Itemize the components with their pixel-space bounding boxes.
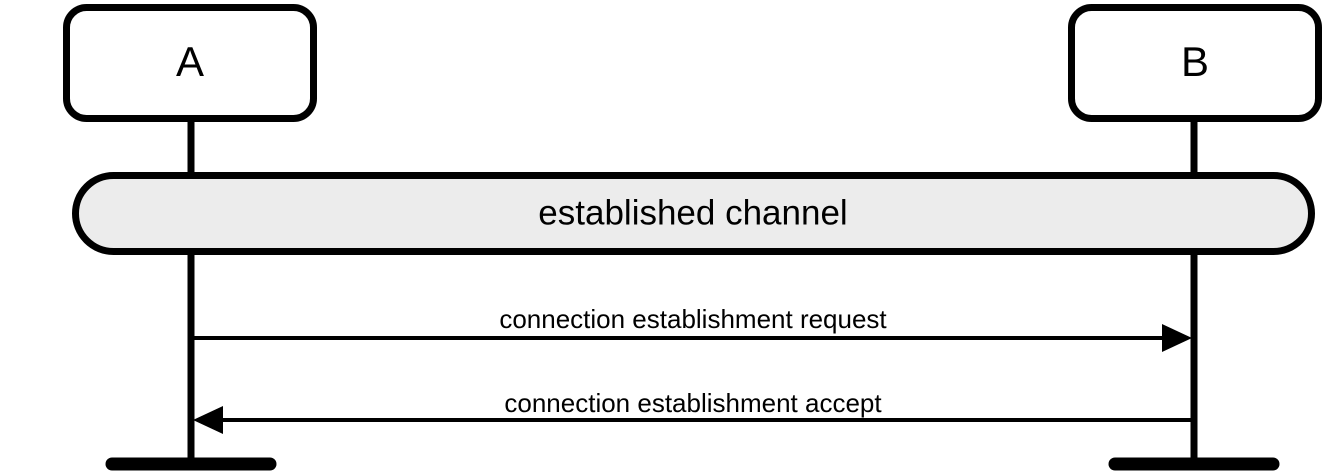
message-connection-establishment-request[interactable]: connection establishment request [191, 304, 1192, 352]
established-channel-label: established channel [538, 193, 847, 232]
participant-a-box [63, 4, 317, 122]
message-request-label: connection establishment request [499, 304, 887, 334]
message-accept-label: connection establishment accept [504, 388, 882, 418]
message-accept-arrowhead-icon [193, 406, 223, 434]
established-channel-shape [72, 172, 1315, 255]
participant-b[interactable]: B [1068, 4, 1322, 122]
message-connection-establishment-accept[interactable]: connection establishment accept [193, 388, 1194, 434]
participant-a[interactable]: A [63, 4, 317, 122]
participant-a-label: A [176, 38, 204, 85]
established-channel-band[interactable]: established channel [72, 172, 1315, 255]
participant-b-box [1068, 4, 1322, 122]
participant-b-label: B [1181, 38, 1209, 85]
message-request-arrowhead-icon [1162, 324, 1192, 352]
